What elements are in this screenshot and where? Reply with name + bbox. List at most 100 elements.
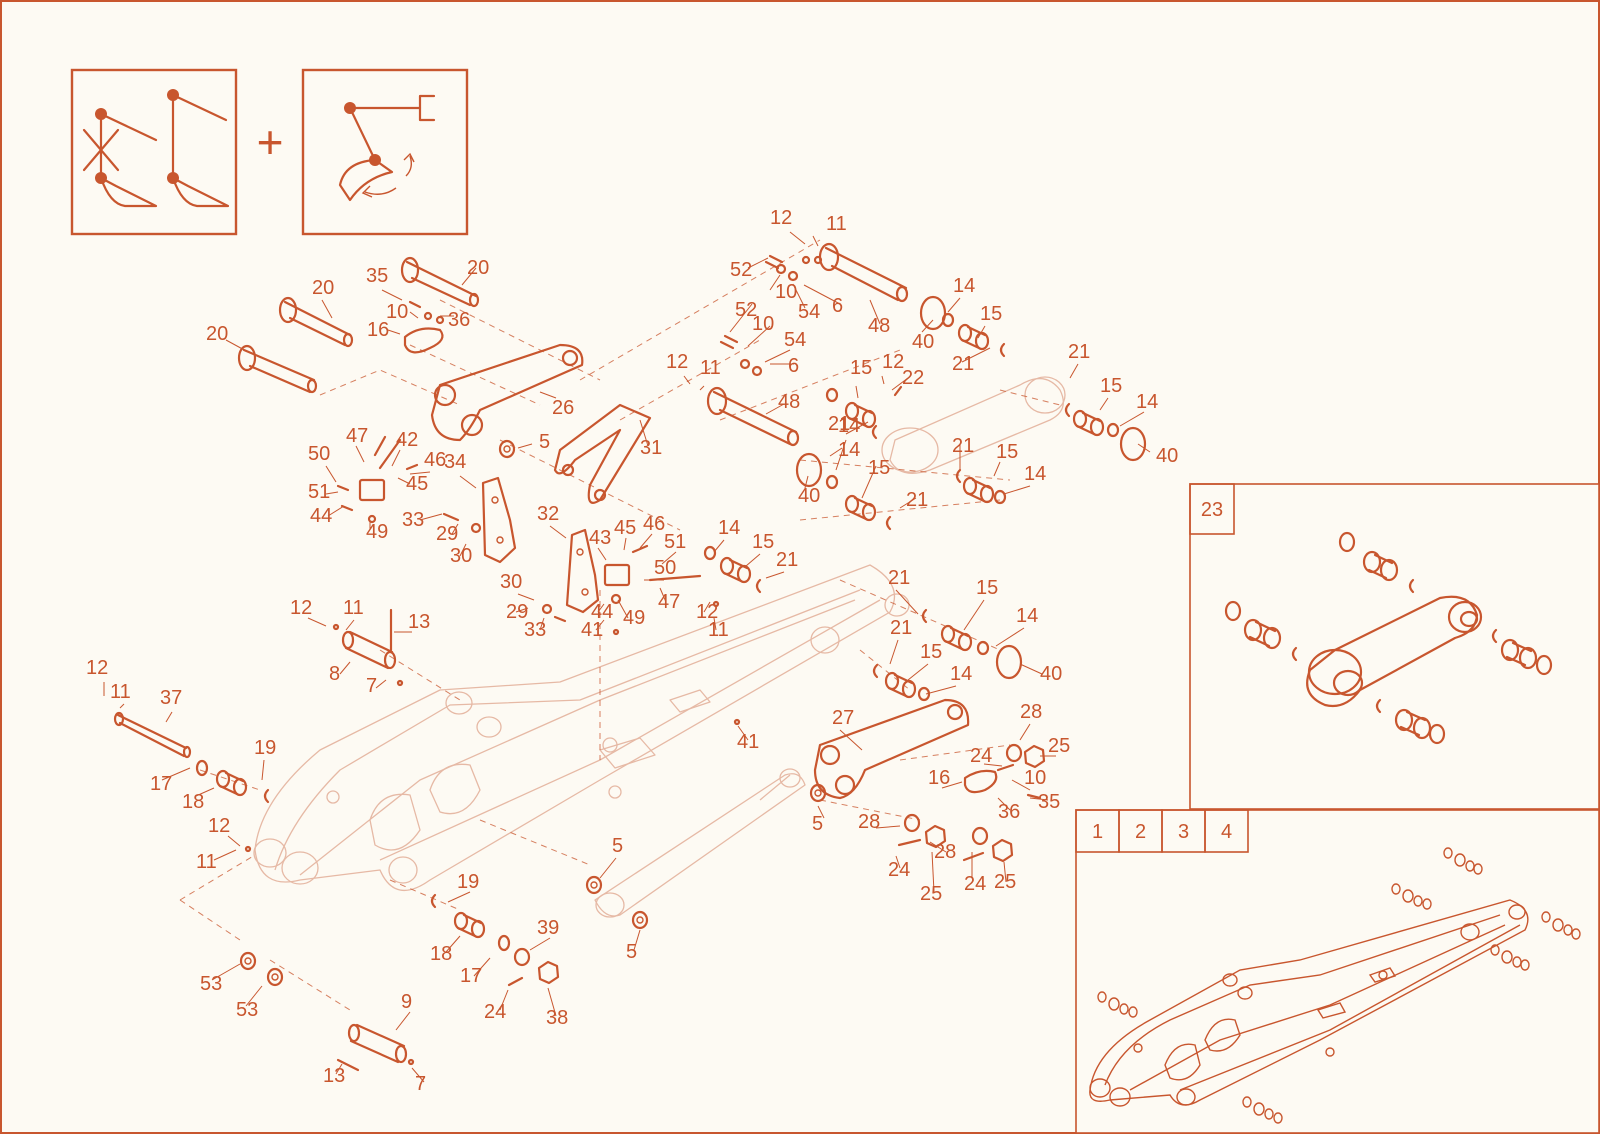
part-number-28: 28	[1020, 701, 1042, 723]
part-number-15: 15	[850, 357, 872, 379]
leader-line	[161, 767, 191, 781]
leader-line	[227, 835, 241, 847]
part-number-40: 40	[912, 331, 934, 353]
leader-line	[213, 849, 237, 861]
leader-line	[335, 1063, 343, 1075]
part-number-10: 10	[752, 313, 774, 335]
leader-line	[391, 449, 401, 467]
part-number-30: 30	[450, 545, 472, 567]
part-number-19: 19	[254, 737, 276, 759]
leader-line	[639, 533, 653, 549]
leader-line	[921, 319, 934, 333]
part-number-42: 42	[396, 429, 418, 451]
part-number-12: 12	[208, 815, 230, 837]
leader-line	[765, 403, 785, 415]
inset-index-label: 23	[1201, 499, 1223, 521]
leader-line	[683, 375, 691, 385]
leader-line	[325, 465, 337, 483]
leader-line	[339, 661, 351, 675]
part-number-5: 5	[812, 813, 823, 835]
leader-line	[345, 619, 355, 631]
part-number-49: 49	[623, 607, 645, 629]
part-number-35: 35	[366, 265, 388, 287]
part-number-29: 29	[436, 523, 458, 545]
leader-line	[517, 443, 533, 449]
pin-part-20	[400, 256, 480, 308]
part-number-21: 21	[776, 549, 798, 571]
leader-line	[1003, 485, 1031, 495]
leader-line	[325, 491, 339, 495]
leader-line	[1137, 443, 1151, 453]
leader-line	[1119, 411, 1145, 427]
leader-line	[729, 303, 753, 333]
part-number-28: 28	[858, 811, 880, 833]
leader-line	[907, 663, 929, 681]
part-number-24: 24	[964, 873, 986, 895]
part-number-14: 14	[953, 275, 975, 297]
fasteners	[244, 254, 1042, 1072]
part-number-15: 15	[980, 303, 1002, 325]
part-number-35: 35	[1038, 791, 1060, 813]
part-number-11: 11	[343, 597, 364, 619]
part-number-53: 53	[200, 973, 222, 995]
part-number-33: 33	[524, 619, 546, 641]
leader-line	[1019, 723, 1031, 741]
part-number-24: 24	[484, 1001, 506, 1023]
part-number-16: 16	[928, 767, 950, 789]
leader-line	[409, 471, 431, 475]
part-number-6: 6	[832, 295, 843, 317]
leader-line	[829, 447, 843, 457]
leader-line	[703, 601, 711, 613]
plus-sign: +	[257, 116, 284, 168]
part-number-15: 15	[976, 577, 998, 599]
part-number-50: 50	[308, 443, 330, 465]
variant-label-4: 4	[1221, 821, 1232, 843]
link-part-16	[403, 327, 444, 354]
inset-small-parts	[1097, 847, 1581, 1124]
leader-line	[1003, 861, 1007, 883]
part-number-30: 30	[500, 571, 522, 593]
leader-line	[817, 805, 825, 819]
leader-line	[941, 781, 963, 789]
leader-line	[745, 553, 761, 567]
part-number-21: 21	[888, 567, 910, 589]
leader-line	[769, 274, 781, 291]
leader-line	[411, 1067, 425, 1083]
part-number-8: 8	[329, 663, 340, 685]
leader-line	[119, 703, 125, 709]
part-number-54: 54	[784, 329, 806, 351]
leader-line	[845, 421, 869, 435]
leader-line	[835, 439, 847, 471]
leader-line	[997, 797, 1011, 811]
leader-line	[387, 329, 401, 335]
part-number-46: 46	[643, 513, 665, 535]
part-number-15: 15	[868, 457, 890, 479]
leader-line	[839, 729, 863, 751]
leader-line	[595, 619, 605, 631]
part-number-53: 53	[236, 999, 258, 1021]
part-number-36: 36	[998, 801, 1020, 823]
leader-line	[447, 891, 471, 903]
leader-line	[861, 465, 877, 499]
leader-line	[539, 391, 557, 399]
part-number-15: 15	[1100, 375, 1122, 397]
leader-line	[747, 325, 771, 347]
part-number-5: 5	[626, 941, 637, 963]
leader-line	[961, 347, 991, 363]
part-number-6: 6	[788, 355, 799, 377]
part-number-12: 12	[770, 207, 792, 229]
leader-line	[1019, 663, 1043, 675]
part-number-39: 39	[537, 917, 559, 939]
part-number-12: 12	[882, 351, 904, 373]
part-number-24: 24	[970, 745, 992, 767]
part-number-49: 49	[366, 521, 388, 543]
part-number-48: 48	[778, 391, 800, 413]
part-number-41: 41	[737, 731, 759, 753]
leader-line	[395, 1011, 411, 1031]
pin-part-9	[347, 1023, 408, 1064]
leader-line	[529, 937, 551, 951]
leader-line	[633, 929, 641, 951]
plate-part-34	[481, 476, 517, 564]
part-number-40: 40	[798, 485, 820, 507]
